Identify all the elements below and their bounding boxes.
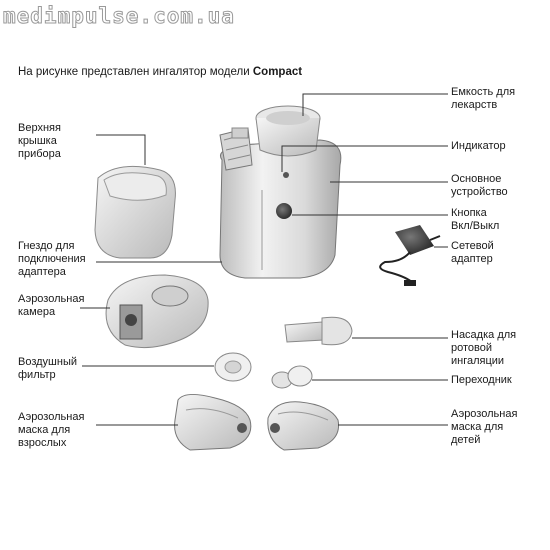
label-adapter-piece: Переходник bbox=[451, 374, 512, 386]
air-filter-shape bbox=[214, 352, 252, 382]
label-top-cover: Верхняя крышка прибора bbox=[18, 122, 61, 160]
aerosol-chamber-shape bbox=[105, 274, 209, 349]
label-adapter-socket: Гнездо для подключения адаптера bbox=[18, 240, 86, 278]
indicator-light bbox=[283, 172, 289, 178]
label-main-unit: Основное устройство bbox=[451, 173, 508, 198]
watermark-logo: medimpulse.com.ua bbox=[3, 4, 235, 29]
adapter-piece-shape bbox=[271, 365, 313, 389]
diagram-caption: На рисунке представлен ингалятор модели … bbox=[18, 66, 302, 78]
power-button-shape bbox=[276, 203, 292, 219]
caption-model: Compact bbox=[252, 66, 303, 78]
label-aerosol-chamber: Аэрозольная камера bbox=[18, 293, 85, 318]
child-mask-shape bbox=[267, 401, 340, 451]
label-indicator: Индикатор bbox=[451, 140, 506, 152]
label-network-adapter: Сетевой адаптер bbox=[451, 240, 494, 265]
adapter-shape bbox=[379, 225, 441, 286]
main-unit-shape bbox=[219, 105, 342, 279]
label-mouth-nozzle: Насадка для ротовой ингаляции bbox=[451, 329, 517, 367]
label-air-filter: Воздушный фильтр bbox=[18, 356, 78, 381]
label-adult-mask: Аэрозольная маска для взрослых bbox=[18, 411, 85, 449]
leader-lines bbox=[80, 93, 448, 426]
top-cover-shape bbox=[94, 165, 176, 259]
adult-mask-shape bbox=[174, 394, 252, 451]
mouth-nozzle-shape bbox=[284, 316, 353, 346]
label-medicine-container: Емкость для лекарств bbox=[451, 86, 516, 111]
caption-prefix: На рисунке представлен ингалятор модели bbox=[18, 66, 253, 78]
label-power-button: Кнопка Вкл/Выкл bbox=[451, 207, 500, 232]
label-child-mask: Аэрозольная маска для детей bbox=[451, 408, 518, 446]
